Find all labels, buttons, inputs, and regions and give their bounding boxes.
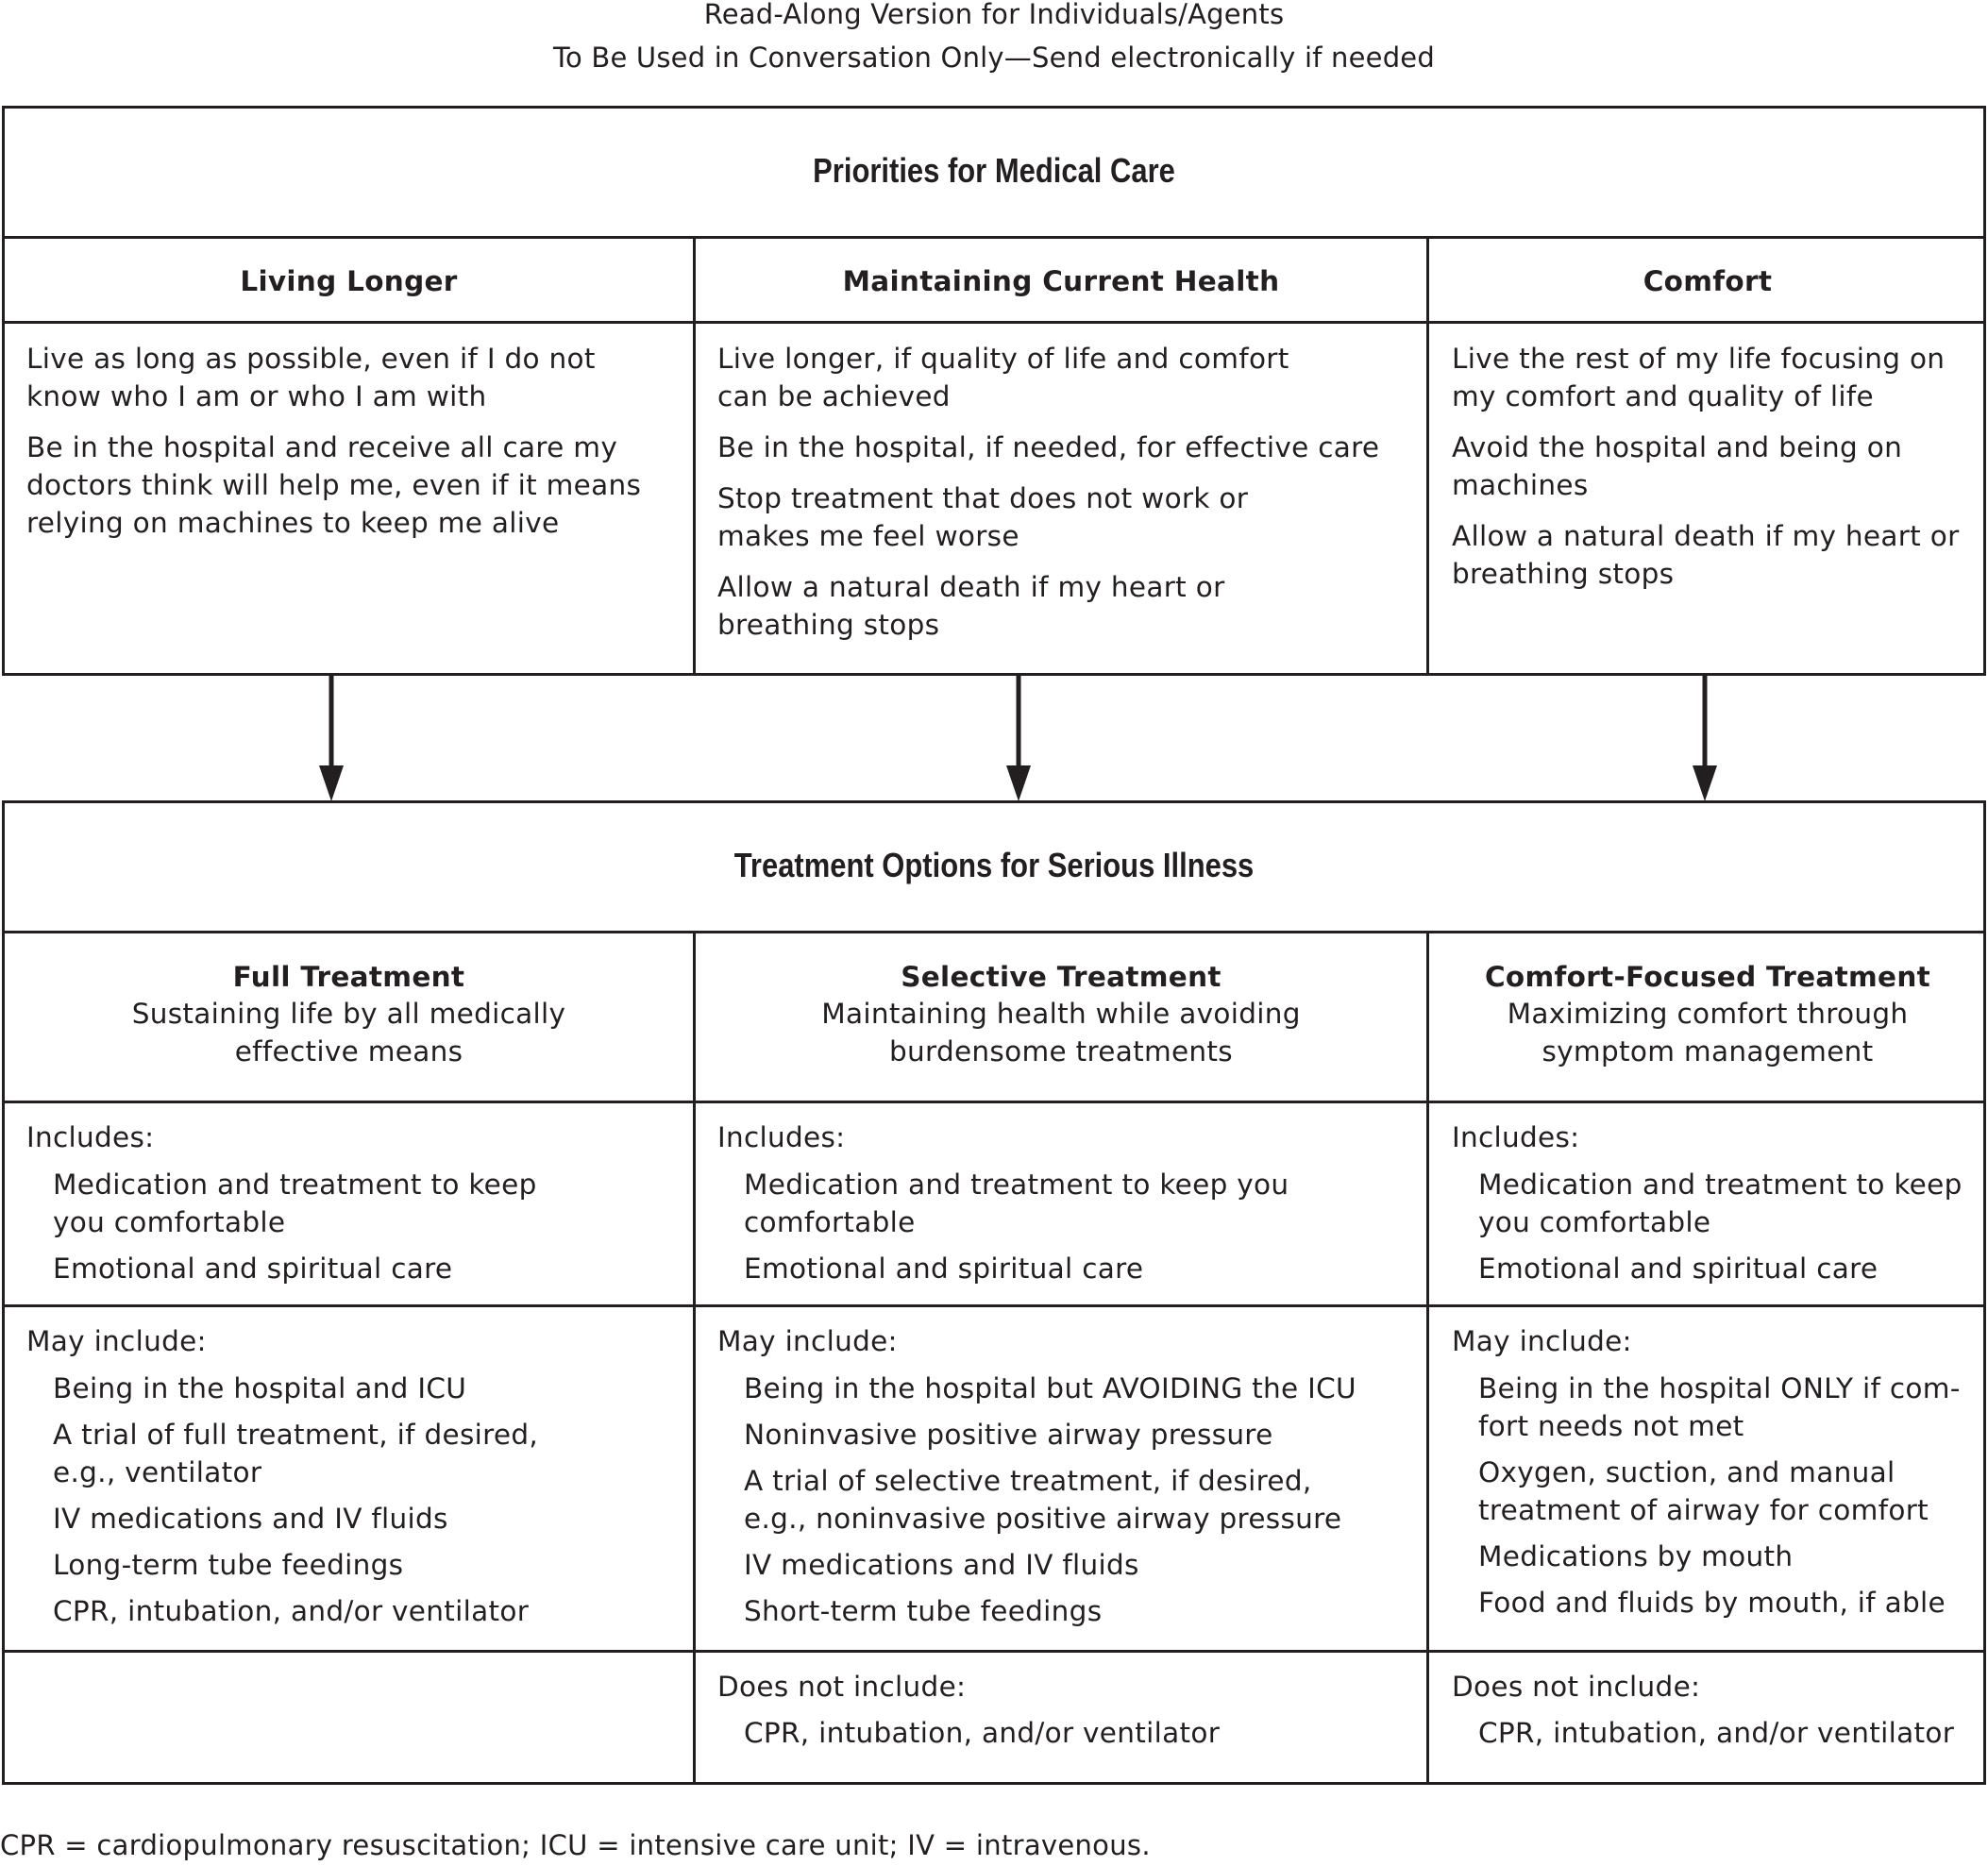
may-include-item: e.g., noninvasive positive airway pressu… — [744, 1503, 1342, 1535]
may-include-item: Food and fluids by mouth, if able — [1478, 1587, 1946, 1619]
not-include-label: Does not include: — [717, 1671, 967, 1703]
includes-item: Emotional and spiritual care — [1478, 1252, 1878, 1285]
column-divider — [693, 931, 696, 1782]
may-include-item: Being in the hospital but AVOIDING the I… — [744, 1372, 1356, 1404]
treatment-heading: Comfort-Focused Treatment — [1484, 961, 1931, 993]
priority-item: Allow a natural death if my heart or — [717, 571, 1225, 603]
includes-item: comfortable — [744, 1206, 916, 1238]
treatment-subtitle: Maximizing comfort through symptom manage… — [1429, 995, 1986, 1070]
may-include-item: fort needs not met — [1478, 1410, 1744, 1442]
includes-item: Emotional and spiritual care — [53, 1252, 453, 1285]
includes-item: Medication and treatment to keep — [53, 1168, 537, 1201]
may-include-item: IV medications and IV fluids — [53, 1503, 448, 1535]
includes-label: Includes: — [26, 1121, 155, 1153]
treatment-heading: Full Treatment — [232, 961, 465, 993]
divider — [5, 236, 1983, 239]
priorities-title: Priorities for Medical Care — [813, 151, 1175, 190]
may-include-item: e.g., ventilator — [53, 1456, 262, 1488]
treatment-subtitle-line: symptom management — [1542, 1035, 1874, 1067]
priority-item: Avoid the hospital and being on — [1452, 431, 1903, 463]
priority-item: Be in the hospital, if needed, for effec… — [717, 431, 1380, 463]
may-include-item: Oxygen, suction, and manual — [1478, 1456, 1895, 1488]
treatment-subtitle-line: burdensome treatments — [889, 1035, 1233, 1067]
divider — [5, 1304, 1983, 1307]
priority-column-maintaining-health: Maintaining Current Health — [696, 236, 1426, 673]
treatment-column-full: Full Treatment Sustaining life by all me… — [5, 931, 693, 1101]
priority-item: Live longer, if quality of life and comf… — [717, 343, 1289, 375]
priority-item: relying on machines to keep me alive — [26, 507, 560, 539]
arrow-down-icon — [319, 675, 344, 801]
column-divider — [1426, 236, 1429, 673]
may-include-item: Being in the hospital ONLY if com- — [1478, 1372, 1961, 1404]
priority-item: my comfort and quality of life — [1452, 380, 1874, 412]
priority-item: makes me feel worse — [717, 520, 1019, 552]
column-divider — [1426, 931, 1429, 1782]
priority-heading: Comfort — [1643, 265, 1773, 297]
may-include-item: Long-term tube feedings — [53, 1549, 404, 1581]
includes-label: Includes: — [1452, 1121, 1580, 1153]
treatment-subtitle-line: effective means — [234, 1035, 463, 1067]
treatment-options-table: Treatment Options for Serious Illness Fu… — [2, 800, 1986, 1785]
treatment-subtitle-line: Sustaining life by all medically — [131, 998, 566, 1030]
may-include-label: May include: — [1452, 1325, 1632, 1357]
priority-item: can be achieved — [717, 380, 951, 412]
priority-item: know who I am or who I am with — [26, 380, 487, 412]
may-include-item: A trial of selective treatment, if desir… — [744, 1465, 1312, 1497]
treatment-heading: Selective Treatment — [901, 961, 1221, 993]
priority-heading: Living Longer — [240, 265, 458, 297]
includes-item: Medication and treatment to keep you — [744, 1168, 1289, 1201]
treatment-column-selective: Selective Treatment Maintaining health w… — [696, 931, 1426, 1101]
not-include-item: CPR, intubation, and/or ventilator — [744, 1717, 1221, 1749]
arrow-down-icon — [1693, 675, 1717, 801]
treatment-subtitle: Sustaining life by all medically effectiv… — [5, 995, 693, 1070]
priority-item: doctors think will help me, even if it m… — [26, 469, 642, 501]
may-include-item: A trial of full treatment, if desired, — [53, 1419, 539, 1451]
may-include-label: May include: — [26, 1325, 207, 1357]
priority-item: machines — [1452, 469, 1589, 501]
includes-item: Emotional and spiritual care — [744, 1252, 1144, 1285]
priority-item: breathing stops — [717, 609, 940, 641]
includes-item: you comfortable — [53, 1206, 286, 1238]
column-divider — [693, 236, 696, 673]
divider — [5, 321, 1983, 324]
may-include-label: May include: — [717, 1325, 898, 1357]
priority-item: Live as long as possible, even if I do n… — [26, 343, 596, 375]
treatment-column-comfort-focused: Comfort-Focused Treatment Maximizing com… — [1429, 931, 1986, 1101]
priority-item: breathing stops — [1452, 558, 1675, 590]
may-include-item: Being in the hospital and ICU — [53, 1372, 467, 1404]
divider — [5, 931, 1983, 933]
may-include-item: Noninvasive positive airway pressure — [744, 1419, 1273, 1451]
not-include-label: Does not include: — [1452, 1671, 1701, 1703]
includes-item: Medication and treatment to keep — [1478, 1168, 1963, 1201]
arrow-down-icon — [1006, 675, 1031, 801]
treatment-subtitle-line: Maximizing comfort through — [1507, 998, 1909, 1030]
includes-label: Includes: — [717, 1121, 846, 1153]
header-line-1: Read-Along Version for Individuals/Agent… — [703, 0, 1285, 30]
priorities-table: Priorities for Medical Care Living Longe… — [2, 106, 1986, 676]
treatment-title: Treatment Options for Serious Illness — [733, 846, 1255, 884]
priority-item: Be in the hospital and receive all care … — [26, 431, 618, 463]
may-include-item: Short-term tube feedings — [744, 1595, 1103, 1627]
priority-column-comfort: Comfort — [1429, 236, 1986, 673]
not-include-item: CPR, intubation, and/or ventilator — [1478, 1717, 1955, 1749]
priority-item: Stop treatment that does not work or — [717, 482, 1249, 514]
may-include-item: Medications by mouth — [1478, 1540, 1794, 1572]
priority-heading: Maintaining Current Health — [842, 265, 1280, 297]
may-include-item: treatment of airway for comfort — [1478, 1494, 1929, 1526]
priority-item: Live the rest of my life focusing on — [1452, 343, 1946, 375]
priority-item: Allow a natural death if my heart or — [1452, 520, 1960, 552]
includes-item: you comfortable — [1478, 1206, 1711, 1238]
may-include-item: CPR, intubation, and/or ventilator — [53, 1595, 530, 1627]
footnote: CPR = cardiopulmonary resuscitation; ICU… — [0, 1829, 1151, 1861]
header-line-2: To Be Used in Conversation Only—Send ele… — [553, 42, 1435, 74]
treatment-subtitle-line: Maintaining health while avoiding — [821, 998, 1301, 1030]
priority-column-living-longer: Living Longer — [5, 236, 693, 673]
may-include-item: IV medications and IV fluids — [744, 1549, 1139, 1581]
divider — [5, 1650, 1983, 1653]
treatment-subtitle: Maintaining health while avoiding burdens… — [696, 995, 1426, 1070]
divider — [5, 1101, 1983, 1103]
